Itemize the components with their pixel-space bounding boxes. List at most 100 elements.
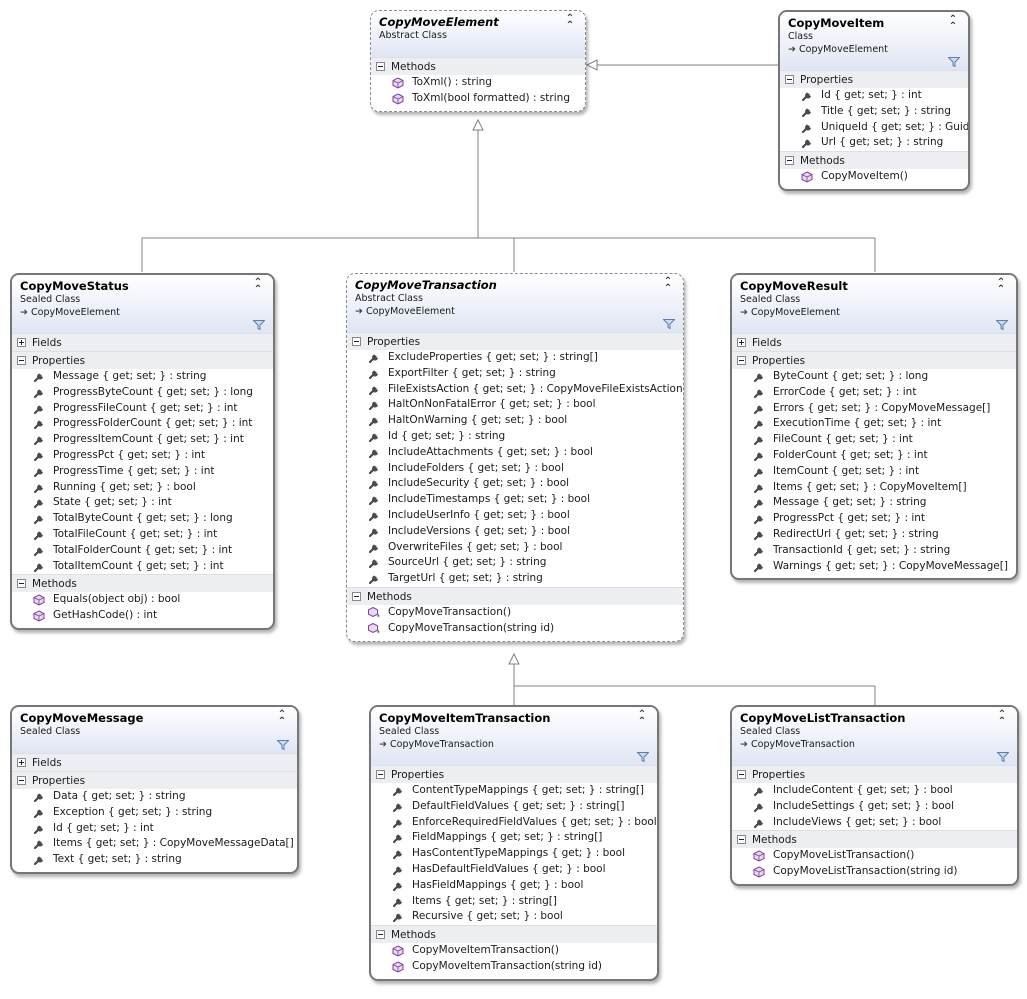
collapse-toggle-icon[interactable] — [17, 356, 26, 365]
member-row[interactable]: Id { get; set; } : int — [12, 821, 297, 837]
section-properties[interactable]: Properties — [12, 351, 273, 369]
member-row[interactable]: ProgressFolderCount { get; set; } : int — [12, 416, 273, 432]
member-row[interactable]: CopyMoveItemTransaction() — [371, 943, 657, 959]
member-row[interactable]: IncludeContent { get; set; } : bool — [732, 783, 1017, 799]
section-methods[interactable]: Methods — [371, 925, 657, 944]
member-row[interactable]: TotalByteCount { get; set; } : long — [12, 511, 273, 527]
section-properties[interactable]: Properties — [780, 70, 968, 88]
collapse-chevron-icon[interactable]: ⌃⌃ — [996, 277, 1006, 295]
member-row[interactable]: Message { get; set; } : string — [12, 369, 273, 385]
member-row[interactable]: SourceUrl { get; set; } : string — [347, 555, 683, 571]
collapse-chevron-icon[interactable]: ⌃⌃ — [253, 277, 263, 295]
section-methods[interactable]: Methods — [780, 151, 968, 170]
member-row[interactable]: GetHashCode() : int — [12, 608, 273, 624]
member-row[interactable]: ByteCount { get; set; } : long — [732, 369, 1016, 385]
member-row[interactable]: Warnings { get; set; } : CopyMoveMessage… — [732, 559, 1016, 575]
collapse-chevron-icon[interactable]: ⌃⌃ — [277, 709, 287, 727]
section-methods[interactable]: Methods — [12, 574, 273, 593]
section-fields[interactable]: Fields — [12, 333, 273, 351]
collapse-toggle-icon[interactable] — [352, 337, 361, 346]
member-row[interactable]: FieldMappings { get; set; } : string[] — [371, 830, 657, 846]
member-row[interactable]: ContentTypeMappings { get; set; } : stri… — [371, 783, 657, 799]
collapse-toggle-icon[interactable] — [17, 776, 26, 785]
collapse-toggle-icon[interactable] — [376, 930, 385, 940]
member-row[interactable]: CopyMoveItemTransaction(string id) — [371, 959, 657, 975]
section-fields[interactable]: Fields — [12, 753, 297, 771]
filter-funnel-icon[interactable] — [253, 320, 265, 330]
member-row[interactable]: TransactionId { get; set; } : string — [732, 543, 1016, 559]
member-row[interactable]: FolderCount { get; set; } : int — [732, 448, 1016, 464]
member-row[interactable]: Running { get; set; } : bool — [12, 480, 273, 496]
member-row[interactable]: Id { get; set; } : int — [780, 88, 968, 104]
section-methods[interactable]: Methods — [732, 830, 1017, 849]
member-row[interactable]: OverwriteFiles { get; set; } : bool — [347, 540, 683, 556]
member-row[interactable]: IncludeAttachments { get; set; } : bool — [347, 445, 683, 461]
collapse-toggle-icon[interactable] — [376, 770, 385, 779]
collapse-toggle-icon[interactable] — [737, 835, 746, 845]
collapse-toggle-icon[interactable] — [737, 356, 746, 365]
member-row[interactable]: Data { get; set; } : string — [12, 789, 297, 805]
section-properties[interactable]: Properties — [732, 351, 1016, 369]
member-row[interactable]: ExecutionTime { get; set; } : int — [732, 416, 1016, 432]
member-row[interactable]: UniqueId { get; set; } : Guid — [780, 120, 968, 136]
collapse-chevron-icon[interactable]: ⌃⌃ — [663, 276, 673, 294]
section-properties[interactable]: Properties — [347, 332, 683, 350]
member-row[interactable]: IncludeFolders { get; set; } : bool — [347, 461, 683, 477]
member-row[interactable]: TargetUrl { get; set; } : string — [347, 571, 683, 587]
section-fields[interactable]: Fields — [732, 333, 1016, 351]
member-row[interactable]: IncludeViews { get; set; } : bool — [732, 815, 1017, 831]
member-row[interactable]: TotalItemCount { get; set; } : int — [12, 559, 273, 575]
member-row[interactable]: Items { get; set; } : CopyMoveItem[] — [732, 480, 1016, 496]
member-row[interactable]: ProgressPct { get; set; } : int — [12, 448, 273, 464]
member-row[interactable]: ExportFilter { get; set; } : string — [347, 366, 683, 382]
collapse-toggle-icon[interactable] — [17, 579, 26, 589]
member-row[interactable]: Equals(object obj) : bool — [12, 592, 273, 608]
member-row[interactable]: *CopyMoveTransaction() — [347, 605, 683, 621]
member-row[interactable]: DefaultFieldValues { get; set; } : strin… — [371, 799, 657, 815]
member-row[interactable]: IncludeTimestamps { get; set; } : bool — [347, 492, 683, 508]
member-row[interactable]: HasDefaultFieldValues { get; } : bool — [371, 862, 657, 878]
section-properties[interactable]: Properties — [732, 765, 1017, 783]
collapse-toggle-icon[interactable] — [737, 770, 746, 779]
member-row[interactable]: ErrorCode { get; set; } : int — [732, 385, 1016, 401]
member-row[interactable]: TotalFolderCount { get; set; } : int — [12, 543, 273, 559]
member-row[interactable]: Items { get; set; } : string[] — [371, 894, 657, 910]
filter-funnel-icon[interactable] — [996, 320, 1008, 330]
member-row[interactable]: ExcludeProperties { get; set; } : string… — [347, 350, 683, 366]
member-row[interactable]: CopyMoveListTransaction() — [732, 848, 1017, 864]
member-row[interactable]: HasFieldMappings { get; } : bool — [371, 878, 657, 894]
member-row[interactable]: ToXml(bool formatted) : string — [371, 91, 585, 107]
filter-funnel-icon[interactable] — [277, 740, 289, 750]
collapse-toggle-icon[interactable] — [376, 62, 385, 71]
member-row[interactable]: ProgressByteCount { get; set; } : long — [12, 385, 273, 401]
expand-toggle-icon[interactable] — [17, 758, 26, 767]
member-row[interactable]: CopyMoveListTransaction(string id) — [732, 864, 1017, 880]
section-properties[interactable]: Properties — [12, 771, 297, 789]
member-row[interactable]: HaltOnWarning { get; set; } : bool — [347, 413, 683, 429]
member-row[interactable]: Id { get; set; } : string — [347, 429, 683, 445]
filter-funnel-icon[interactable] — [997, 752, 1009, 762]
collapse-toggle-icon[interactable] — [785, 156, 794, 166]
member-row[interactable]: ProgressTime { get; set; } : int — [12, 464, 273, 480]
expand-toggle-icon[interactable] — [737, 338, 746, 347]
member-row[interactable]: EnforceRequiredFieldValues { get; set; }… — [371, 815, 657, 831]
member-row[interactable]: CopyMoveItem() — [780, 169, 968, 185]
filter-funnel-icon[interactable] — [948, 57, 960, 67]
member-row[interactable]: RedirectUrl { get; set; } : string — [732, 527, 1016, 543]
member-row[interactable]: HaltOnNonFatalError { get; set; } : bool — [347, 397, 683, 413]
collapse-chevron-icon[interactable]: ⌃⌃ — [948, 14, 958, 32]
member-row[interactable]: IncludeUserInfo { get; set; } : bool — [347, 508, 683, 524]
member-row[interactable]: Items { get; set; } : CopyMoveMessageDat… — [12, 836, 297, 852]
member-row[interactable]: Text { get; set; } : string — [12, 852, 297, 868]
member-row[interactable]: Exception { get; set; } : string — [12, 805, 297, 821]
member-row[interactable]: State { get; set; } : int — [12, 495, 273, 511]
member-row[interactable]: TotalFileCount { get; set; } : int — [12, 527, 273, 543]
member-row[interactable]: FileExistsAction { get; set; } : CopyMov… — [347, 382, 683, 398]
